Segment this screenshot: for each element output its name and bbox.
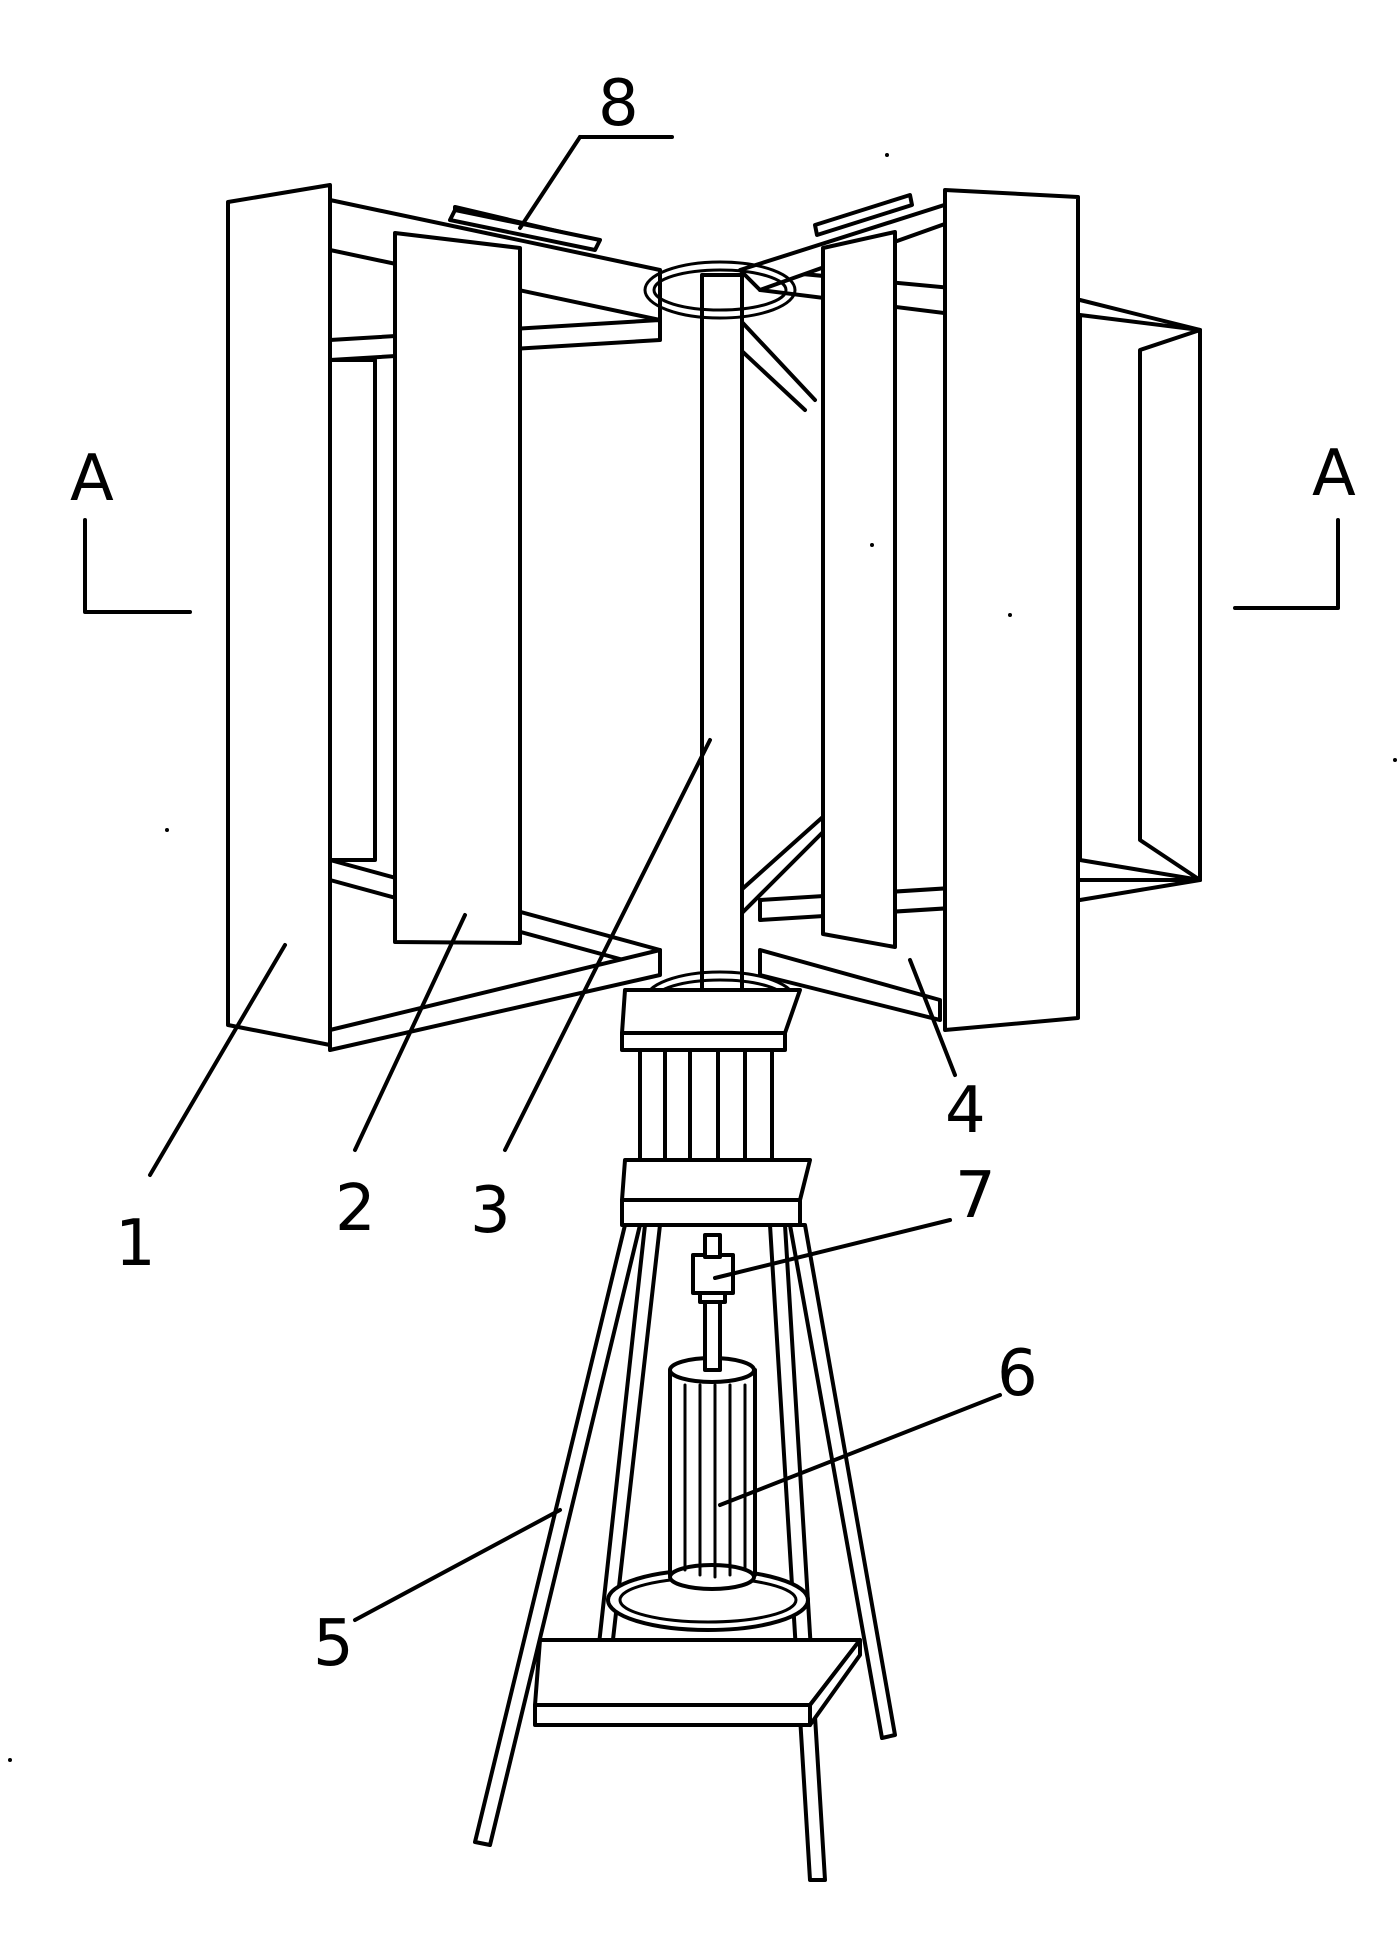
label-part-4: 4 [945, 1074, 986, 1148]
label-part-6: 6 [997, 1337, 1038, 1411]
blade-inner-right [821, 230, 897, 949]
tower-leg-back-left [590, 1223, 662, 1712]
upper-strut [738, 318, 817, 402]
leader-8 [518, 135, 582, 230]
leader-4 [908, 958, 957, 1077]
top-plate-right [813, 193, 914, 237]
dot [1008, 613, 1012, 617]
coupling-upper-shaft [703, 1233, 722, 1259]
generator-body [668, 1368, 757, 1577]
label-part-7: 7 [955, 1159, 996, 1233]
top-plate-left-body [448, 208, 602, 252]
section-marker-right [1233, 518, 1340, 610]
blade-2 [393, 231, 522, 945]
leader-7 [713, 1218, 952, 1280]
stray-dots [8, 153, 1397, 1762]
central-shaft [700, 273, 744, 1012]
right-box-end-face [1138, 328, 1202, 882]
part-labels: 1 2 3 4 5 6 7 8 [115, 67, 1038, 1681]
top-plates [448, 193, 914, 252]
label-part-2: 2 [335, 1172, 376, 1246]
generator-bottom [668, 1563, 756, 1591]
lower-right-back-arm [758, 948, 942, 1022]
dot [885, 153, 889, 157]
lower-strut [728, 813, 827, 902]
blade-1 [226, 183, 332, 1047]
label-part-3: 3 [470, 1174, 511, 1248]
tower [473, 1223, 897, 1882]
lower-platform-edge [533, 1703, 812, 1727]
upper-plate-top [620, 988, 802, 1035]
label-part-5: 5 [313, 1607, 354, 1681]
lower-strut-inner [733, 828, 827, 922]
leader-lines [148, 135, 1002, 1622]
upper-plate-edge [620, 1031, 787, 1052]
left-frame-post [328, 358, 377, 862]
section-marker-left [83, 518, 192, 614]
shaft-body [700, 273, 744, 1012]
lower-left-crossbar [328, 948, 662, 1052]
blade-outer-right [943, 188, 1080, 1032]
tower-leg-front-left [473, 1223, 642, 1847]
lower-plate-edge [620, 1198, 802, 1227]
generator-shaft [703, 1298, 722, 1372]
blades [226, 183, 1080, 1047]
upper-ring-inner [652, 268, 788, 312]
leader-3 [503, 738, 712, 1152]
dot [870, 543, 874, 547]
leader-5 [353, 1508, 562, 1622]
leader-1 [148, 943, 287, 1177]
bearing-housing [620, 988, 812, 1227]
section-markers: A A [70, 437, 1356, 614]
label-part-1: 1 [115, 1207, 156, 1281]
tower-leg-back-right [788, 1223, 897, 1740]
upper-ring-outer [643, 260, 797, 320]
dot [8, 1758, 12, 1762]
section-label-right: A [1312, 437, 1356, 511]
dot [165, 828, 169, 832]
lower-plate-top [620, 1158, 812, 1202]
label-part-8: 8 [598, 67, 639, 141]
lower-platform-side [808, 1638, 862, 1727]
lower-platform-top [533, 1638, 862, 1707]
dot [1393, 758, 1397, 762]
leader-6 [718, 1393, 1002, 1507]
generator-assembly [606, 1233, 810, 1632]
leader-2 [353, 913, 467, 1152]
section-label-left: A [70, 442, 114, 516]
